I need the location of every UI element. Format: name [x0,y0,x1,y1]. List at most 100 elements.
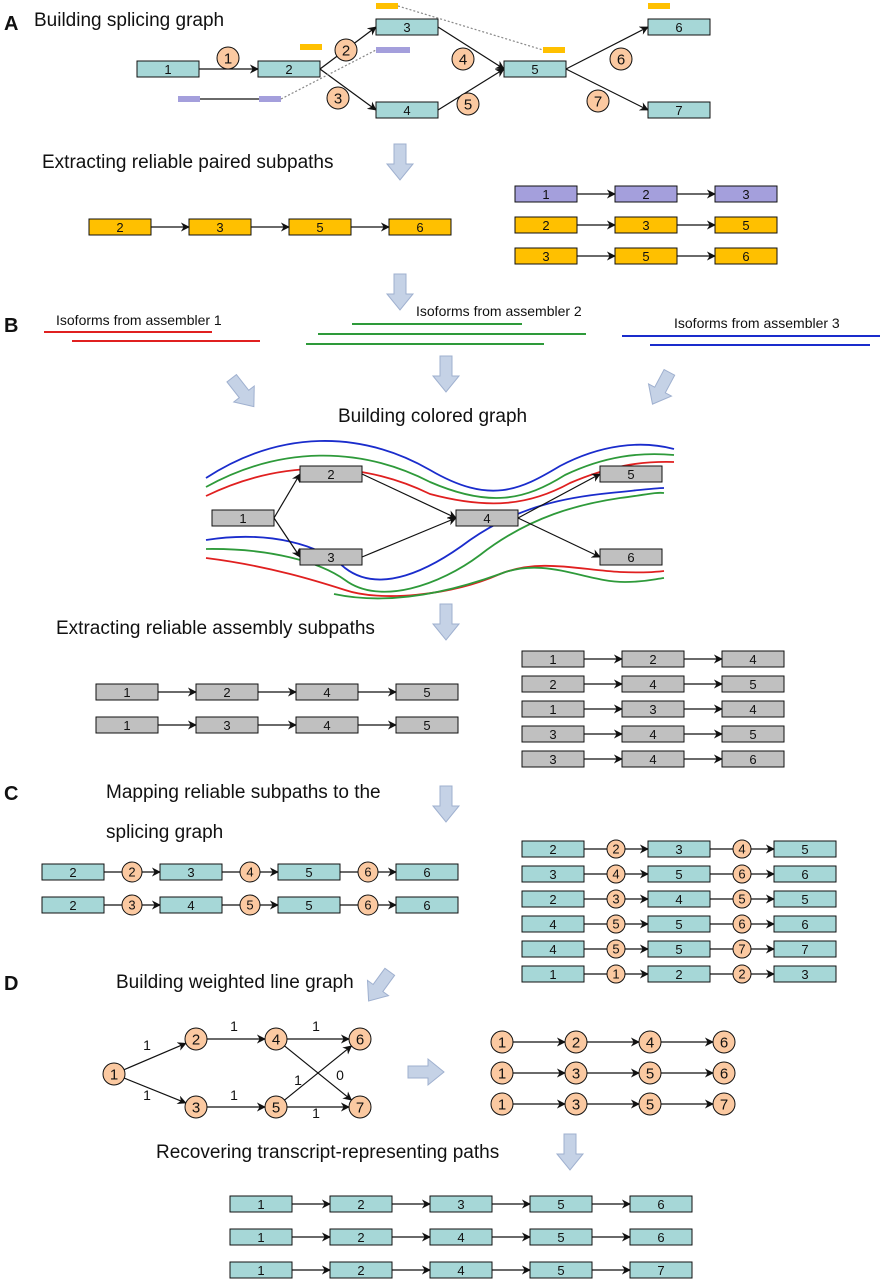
lg-path-1-node-1-label: 3 [572,1065,580,1082]
line-graph-edge-1-2 [123,1042,187,1071]
colored-node-5: 5 [599,465,663,483]
assembly-short-3-node-1: 4 [621,725,685,743]
isoform-curve-1 [205,453,675,499]
mapped-long-1-exon-0: 2 [41,896,105,914]
assembly-short-0-node-1-label: 2 [649,652,656,667]
exon-2: 2 [257,60,321,78]
transcript-0-node-4-label: 6 [657,1197,664,1212]
lg-path-2-node-1-label: 3 [572,1096,580,1113]
assembly-long-1-node-3: 5 [395,716,459,734]
assembly-long-0-node-1-label: 2 [223,685,230,700]
transcript-1-node-2: 4 [429,1228,493,1246]
junction-4-label: 4 [459,51,467,68]
assembler-3-label: Isoforms from assembler 3 [674,315,840,331]
transcript-0-node-4: 6 [629,1195,693,1213]
mapped-short-0-exon-0-label: 2 [549,842,556,857]
colored-edge-5 [517,517,601,558]
assembly-short-2-node-0: 1 [521,700,585,718]
mapped-short-1-exon-2: 6 [773,865,837,883]
assembly-short-2-node-2-label: 4 [749,702,756,717]
line-graph-node-2-shape [184,1027,208,1051]
transcript-1-node-0-label: 1 [257,1230,264,1245]
lg-path-1-node-1: 3 [564,1061,588,1085]
exon-7-rect [647,101,711,119]
lg-path-2-node-2: 5 [638,1092,662,1116]
mapped-long-1-junction-2-label: 6 [364,898,371,913]
assembly-long-0-node-3-rect [395,683,459,701]
assembly-short-1-node-0-label: 2 [549,677,556,692]
colored-node-3-label: 3 [327,550,334,565]
exon-3-label: 3 [403,20,410,35]
mapped-short-4-exon-2-rect [773,940,837,958]
mapped-short-2-junction-0: 3 [606,889,626,909]
mapped-long-0-junction-0-label: 2 [128,865,135,880]
mapped-short-0-junction-1-label: 4 [738,842,745,857]
transcript-2-node-2-label: 4 [457,1263,464,1278]
assembly-long-1-node-0: 1 [95,716,159,734]
assembly-short-2-node-2-rect [721,700,785,718]
paired-short-2-node-1-label: 5 [642,249,649,264]
mapped-short-3-junction-1: 6 [732,914,752,934]
paired-reads [178,3,670,102]
mapped-short-4-junction-1-label: 7 [738,942,745,957]
mapped-short-1-junction-0: 4 [606,864,626,884]
edge-weight-4-7: 0 [336,1067,344,1083]
transcript-2-node-4-label: 7 [657,1263,664,1278]
mapped-long-0-junction-2: 6 [357,861,379,883]
transcript-0-node-2-label: 3 [457,1197,464,1212]
assembly-long-0-node-1: 2 [195,683,259,701]
assembly-long-1-node-2: 4 [295,716,359,734]
assembly-long-1-node-3-rect [395,716,459,734]
read-link-orange-1 [397,5,544,51]
colored-edge-1 [273,517,301,558]
transcript-0-node-3-label: 5 [557,1197,564,1212]
mapped-short-2-exon-2: 5 [773,890,837,908]
colored-node-5-rect [599,465,663,483]
colored-edge-2 [361,473,457,519]
junction-5: 5 [456,92,480,116]
colored-node-2: 2 [299,465,363,483]
mapped-short-3-junction-0-label: 5 [612,917,619,932]
assembly-short-0-node-2: 4 [721,650,785,668]
exon-1-rect [136,60,200,78]
assembly-short-3-node-0-label: 3 [549,727,556,742]
splice-edge-6 [565,68,649,111]
mapped-long-1-exon-2-label: 5 [305,898,312,913]
read-orange-4 [648,3,670,9]
mapped-long-1-junction-1-label: 5 [246,898,253,913]
paired-long-node-0: 2 [88,218,152,236]
transcript-1-node-0: 1 [229,1228,293,1246]
colored-node-4-rect [455,509,519,527]
assembler-2-label: Isoforms from assembler 2 [416,303,582,319]
exon-3-rect [375,18,439,36]
paired-long-node-3-label: 6 [416,220,423,235]
transcript-1-node-3-label: 5 [557,1230,564,1245]
mapped-short-2-junction-1: 5 [732,889,752,909]
junction-5-label: 5 [464,96,472,113]
flow-arrow-5-shape [647,368,676,405]
flow-arrow-2-shape [385,273,415,311]
paired-short-1-node-2-rect [714,216,778,234]
assembly-long-0-node-3: 5 [395,683,459,701]
flow-arrows [226,143,676,1171]
assembly-long-0-node-3-label: 5 [423,685,430,700]
panel-label-b: B [4,315,18,337]
assembly-short-2-node-0-label: 1 [549,702,556,717]
paired-short-0-node-0-label: 1 [542,187,549,202]
transcript-0-node-3: 5 [529,1195,593,1213]
line-graph-node-6-label: 6 [356,1031,364,1048]
mapped-short-5-exon-2-label: 3 [801,967,808,982]
mapped-short-1-junction-1: 6 [732,864,752,884]
mapped-short-3-exon-2: 6 [773,915,837,933]
assembly-short-0-node-1: 2 [621,650,685,668]
read-orange-1 [300,44,322,50]
colored-node-1-label: 1 [239,511,246,526]
junction-4-shape [451,47,475,71]
edge-weight-5-6: 1 [294,1072,302,1088]
line-graph-node-3: 3 [184,1095,208,1119]
transcript-0-node-1-label: 2 [357,1197,364,1212]
assembly-short-0-node-0-label: 1 [549,652,556,667]
lg-path-0-node-3-shape [712,1030,736,1054]
